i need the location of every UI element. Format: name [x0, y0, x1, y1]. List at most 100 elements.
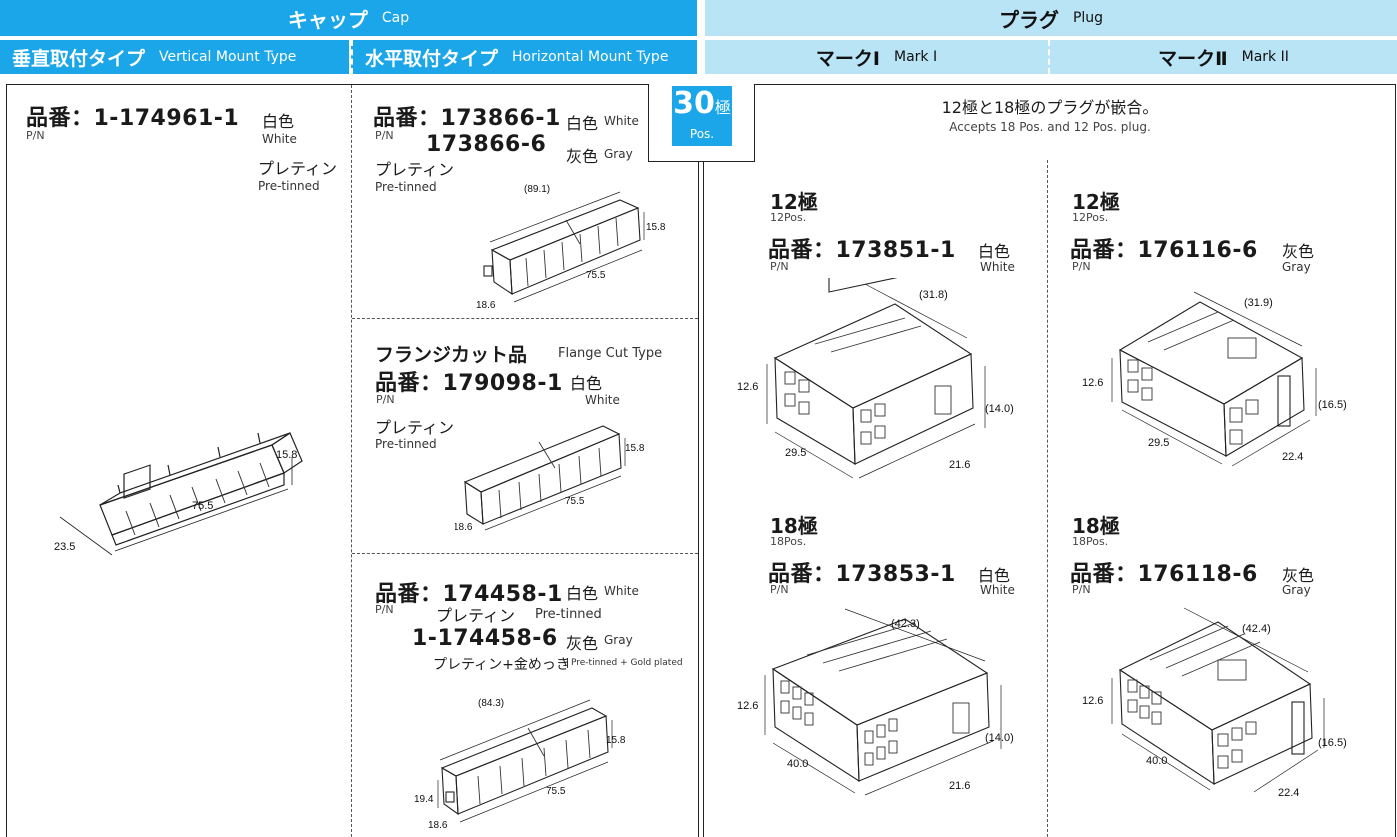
horizontal2-drawing: 15.8 75.5 18.6: [455, 425, 645, 533]
horizontal3-finish2-en: Pre-tinned + Gold plated: [567, 658, 683, 668]
plug-intro: 12極と18極のプラグが嵌合。: [941, 98, 1159, 117]
m1-18-pn-en: P/N: [770, 583, 789, 596]
cap-divider: [351, 85, 352, 837]
m2-12-dim-side: (16.5): [1318, 399, 1347, 411]
cap-header-en: Cap: [381, 10, 410, 26]
horizontal2-dim-depth: 18.6: [455, 522, 473, 533]
pos-badge-en: Pos.: [689, 127, 715, 141]
pos-badge: 30極 Pos.: [672, 86, 732, 146]
m1-12-color: 白色: [978, 242, 1011, 261]
mark1-header-en: Mark I: [893, 49, 938, 65]
pos-badge-num: 30: [673, 86, 715, 121]
m1-12-dim-height: 12.6: [737, 381, 758, 393]
vertical-dim-depth: 23.5: [54, 541, 75, 553]
horizontal1-finish-en: Pre-tinned: [375, 180, 437, 194]
horizontal3-dim-overall: (84.3): [478, 698, 504, 709]
m2-18-pos: 18極: [1072, 514, 1120, 538]
horizontal1-color1: 白色: [566, 114, 599, 133]
horizontal-header-en: Horizontal Mount Type: [512, 49, 669, 65]
horizontal3-dim-depth: 18.6: [428, 820, 448, 831]
m1-12-dim-front: 29.5: [785, 447, 806, 459]
m1-12-dim-side: (14.0): [985, 403, 1014, 415]
cap-frame: [6, 84, 699, 837]
m2-12-color: 灰色: [1282, 242, 1315, 261]
m1-12-color-en: White: [980, 260, 1015, 274]
m1-12-pos: 12極: [770, 190, 818, 214]
horizontal1-dim-height: 15.8: [646, 222, 666, 233]
m2-18-pos-en: 18Pos.: [1072, 535, 1109, 548]
horizontal2-dim-height: 15.8: [625, 443, 645, 454]
horizontal1-dim-overall: (89.1): [524, 184, 550, 195]
vertical-cap-drawing: 15.8 75.5 23.5: [54, 432, 303, 556]
m1-12-dim-depth: 21.6: [949, 459, 970, 471]
horizontal2-pn: 品番：179098-1: [375, 371, 563, 396]
horizontal2-color-en: White: [585, 393, 620, 407]
m1-12-pos-en: 12Pos.: [770, 211, 807, 224]
m2-18-dim-front: 40.0: [1146, 755, 1167, 767]
m2-18-dim-height: 12.6: [1082, 695, 1103, 707]
horizontal3-finish1-en: Pre-tinned: [535, 607, 602, 622]
m1-18-dim-height: 12.6: [737, 700, 758, 712]
m1-18-color-en: White: [980, 583, 1015, 597]
vertical-color-en: White: [262, 132, 297, 146]
horizontal2-color: 白色: [570, 374, 603, 393]
horiz-sep-1: [352, 318, 698, 319]
vertical-dim-width: 75.5: [192, 500, 213, 512]
horizontal3-dim-height: 15.8: [606, 735, 626, 746]
m2-18-pn: 品番：176118-6: [1070, 562, 1258, 587]
plug-frame: [703, 84, 1396, 837]
horizontal1-color2-en: Gray: [604, 147, 633, 161]
horizontal2-title-en: Flange Cut Type: [558, 346, 663, 361]
m1-18-color: 白色: [978, 566, 1011, 585]
plug-intro-en: Accepts 18 Pos. and 12 Pos. plug.: [949, 120, 1151, 134]
m2-18-color-en: Gray: [1282, 583, 1311, 597]
plug-header: プラグ Plug: [705, 0, 1397, 36]
horizontal1-pn: 品番：173866-1: [373, 106, 561, 131]
horiz-sep-2: [352, 553, 698, 554]
horizontal3-pn-en: P/N: [375, 603, 394, 616]
horizontal2-dim-width: 75.5: [565, 496, 585, 507]
horizontal2-finish: プレティン: [375, 418, 455, 437]
m2-18-dim-depth: 22.4: [1278, 787, 1299, 799]
m2-18-dim-top: (42.4): [1242, 623, 1271, 635]
m2-12-pos: 12極: [1072, 190, 1120, 214]
horizontal1-pn-en: P/N: [375, 129, 394, 142]
vertical-dim-height: 15.8: [276, 449, 297, 461]
m1-18-pos: 18極: [770, 514, 818, 538]
mark1-header-jp: マークⅠ: [815, 47, 880, 70]
mark2-header-jp: マークⅡ: [1158, 47, 1228, 70]
horizontal2-title: フランジカット品: [375, 344, 528, 366]
m2-18-dim-side: (16.5): [1318, 737, 1347, 749]
plug-header-en: Plug: [1072, 10, 1104, 26]
horizontal3-drawing: (84.3) 15.8 75.5 19.4 18.6: [414, 698, 626, 831]
vertical-finish: プレティン: [258, 159, 338, 178]
m1-18-pos-en: 18Pos.: [770, 535, 807, 548]
m2-18-drawing: (42.4) 12.6 (16.5) 40.0 22.4: [1082, 607, 1347, 799]
m2-12-dim-front: 29.5: [1148, 437, 1169, 449]
horizontal1-dim-width: 75.5: [586, 270, 606, 281]
horizontal3-finish2: プレティン+金めっき: [433, 657, 570, 673]
vertical-header-jp: 垂直取付タイプ: [12, 47, 146, 70]
mark2-header-en: Mark II: [1241, 49, 1289, 65]
horizontal3-color2: 灰色: [566, 634, 599, 653]
m1-12-drawing: (31.8) 12.6 (14.0) 29.5 21.6: [737, 278, 1014, 479]
m1-12-dim-top: (31.8): [919, 289, 948, 301]
pos-badge-kanji: 極: [714, 98, 731, 117]
m1-18-dim-top: (42.3): [891, 618, 920, 630]
horizontal1-finish: プレティン: [375, 160, 455, 179]
mark1-header: マークⅠ Mark I: [705, 40, 1048, 74]
horizontal3-finish1: プレティン: [436, 606, 516, 625]
horizontal-header: 水平取付タイプ Horizontal Mount Type: [351, 40, 697, 74]
m1-18-dim-depth: 21.6: [949, 780, 970, 792]
m2-12-pos-en: 12Pos.: [1072, 211, 1109, 224]
m2-12-drawing: (31.9) 12.6 (16.5) 29.5 22.4: [1082, 291, 1347, 467]
plug-header-jp: プラグ: [998, 7, 1059, 32]
horizontal2-finish-en: Pre-tinned: [375, 437, 437, 451]
m2-12-pn: 品番：176116-6: [1070, 238, 1258, 263]
horizontal2-pn-en: P/N: [376, 393, 395, 406]
horizontal3-color1: 白色: [566, 584, 599, 603]
m1-18-dim-front: 40.0: [787, 758, 808, 770]
horizontal1-drawing: (89.1) 15.8 75.5 18.6: [476, 184, 666, 311]
vertical-header-en: Vertical Mount Type: [159, 49, 297, 65]
m2-12-dim-depth: 22.4: [1282, 451, 1303, 463]
